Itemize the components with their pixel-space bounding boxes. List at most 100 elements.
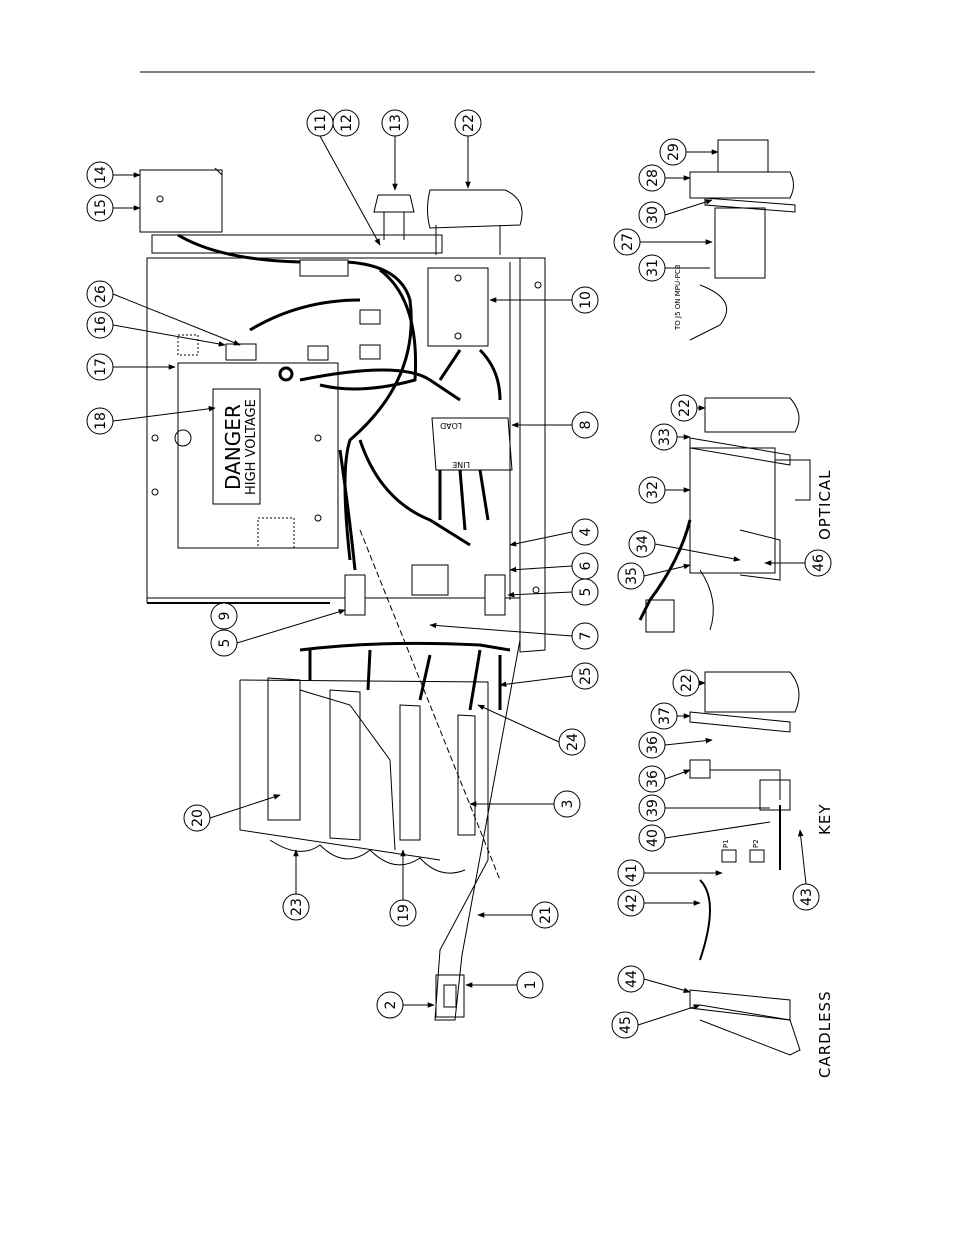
callout-41: 41 bbox=[617, 859, 723, 887]
board-slot-3 bbox=[399, 704, 421, 841]
callout-31: 31 bbox=[638, 254, 710, 282]
svg-text:10: 10 bbox=[578, 291, 594, 309]
callout-18: 18 bbox=[86, 406, 216, 435]
callout-20: 20 bbox=[183, 794, 281, 832]
svg-text:46: 46 bbox=[811, 554, 827, 572]
callout-2: 2 bbox=[376, 991, 435, 1019]
callout-27: 27 bbox=[613, 228, 713, 256]
callout-46: 46 bbox=[764, 549, 832, 577]
mount-frame bbox=[239, 639, 521, 1021]
svg-text:22: 22 bbox=[461, 114, 477, 132]
svg-text:22: 22 bbox=[677, 399, 693, 417]
svg-text:21: 21 bbox=[538, 906, 554, 924]
callout-21: 21 bbox=[477, 901, 559, 929]
callout-11: 11 bbox=[306, 109, 381, 246]
svg-text:36: 36 bbox=[645, 770, 661, 788]
callout-19: 19 bbox=[389, 849, 417, 927]
callout-24: 24 bbox=[477, 704, 586, 756]
board-slot-2 bbox=[329, 689, 361, 841]
svg-text:43: 43 bbox=[799, 888, 815, 906]
callout-9: 9 bbox=[210, 602, 238, 630]
callout-42: 42 bbox=[617, 889, 701, 917]
svg-text:15: 15 bbox=[93, 199, 109, 217]
callout-12: 12 bbox=[332, 109, 360, 137]
svg-text:37: 37 bbox=[657, 707, 673, 725]
callout-28: 28 bbox=[638, 164, 691, 192]
danger-text: DANGER bbox=[221, 404, 245, 490]
mpu-note-text: TO J5 ON MPU-PCB bbox=[674, 264, 682, 331]
svg-text:14: 14 bbox=[93, 166, 109, 184]
svg-text:8: 8 bbox=[578, 421, 594, 430]
svg-text:34: 34 bbox=[635, 535, 651, 553]
callout-15: 15 bbox=[86, 194, 141, 222]
svg-text:2: 2 bbox=[383, 1001, 399, 1010]
svg-text:23: 23 bbox=[289, 898, 305, 916]
p2-label: P2 bbox=[752, 839, 760, 848]
callout-1: 1 bbox=[465, 971, 544, 999]
callout-43: 43 bbox=[792, 829, 820, 911]
wiring-harness bbox=[177, 233, 511, 711]
svg-text:13: 13 bbox=[388, 114, 404, 132]
callout-5-right: 5 bbox=[507, 578, 599, 606]
callout-25: 25 bbox=[499, 662, 599, 690]
connectors bbox=[225, 259, 506, 616]
svg-text:9: 9 bbox=[217, 612, 233, 621]
callout-36-top: 36 bbox=[638, 731, 713, 759]
callout-39: 39 bbox=[638, 794, 770, 822]
vent-grill bbox=[257, 517, 295, 549]
svg-text:29: 29 bbox=[666, 143, 682, 161]
danger-label: DANGER HIGH VOLTAGE bbox=[212, 388, 261, 505]
filter-line-text: LINE bbox=[452, 460, 470, 469]
callout-35: 35 bbox=[617, 562, 691, 590]
cable-23 bbox=[269, 839, 466, 874]
callout-14: 14 bbox=[86, 161, 141, 189]
callout-3: 3 bbox=[469, 790, 581, 818]
callout-33: 33 bbox=[650, 423, 691, 451]
connector-13 bbox=[373, 194, 415, 240]
svg-text:20: 20 bbox=[190, 809, 206, 827]
svg-text:32: 32 bbox=[645, 481, 661, 499]
callout-45: 45 bbox=[611, 1004, 701, 1039]
screws bbox=[151, 281, 542, 594]
callout-22-optical: 22 bbox=[670, 394, 706, 422]
callouts: 14 15 26 16 17 18 11 12 13 22 10 8 4 6 5… bbox=[86, 109, 832, 1039]
svg-text:31: 31 bbox=[645, 259, 661, 277]
callout-32: 32 bbox=[638, 476, 691, 504]
callout-22-main: 22 bbox=[454, 109, 482, 189]
svg-text:40: 40 bbox=[645, 829, 661, 847]
svg-text:41: 41 bbox=[624, 864, 640, 882]
callout-29: 29 bbox=[659, 138, 719, 166]
callout-5-left: 5 bbox=[210, 609, 346, 657]
svg-text:7: 7 bbox=[578, 632, 594, 641]
p1-label: P1 bbox=[722, 839, 730, 848]
key-subview bbox=[689, 671, 800, 961]
callout-22-key: 22 bbox=[672, 669, 706, 697]
callout-23: 23 bbox=[282, 849, 310, 921]
high-voltage-text: HIGH VOLTAGE bbox=[244, 399, 259, 495]
reader-subview-top bbox=[689, 139, 796, 341]
svg-text:12: 12 bbox=[339, 114, 355, 132]
filter-load-text: LOAD bbox=[440, 421, 462, 430]
svg-text:42: 42 bbox=[624, 894, 640, 912]
optical-subview bbox=[638, 397, 811, 633]
svg-text:44: 44 bbox=[624, 970, 640, 988]
svg-text:1: 1 bbox=[523, 981, 539, 990]
side-rail bbox=[509, 258, 521, 600]
svg-text:16: 16 bbox=[93, 316, 109, 334]
svg-text:4: 4 bbox=[578, 527, 594, 536]
svg-text:5: 5 bbox=[578, 588, 594, 597]
callout-30: 30 bbox=[638, 199, 713, 229]
svg-text:17: 17 bbox=[93, 358, 109, 376]
svg-text:36: 36 bbox=[645, 736, 661, 754]
main-assembly bbox=[139, 167, 546, 1021]
svg-text:25: 25 bbox=[578, 667, 594, 685]
svg-text:11: 11 bbox=[313, 114, 329, 132]
module-10 bbox=[427, 267, 489, 347]
svg-text:22: 22 bbox=[679, 674, 695, 692]
callout-44: 44 bbox=[617, 965, 691, 993]
board-slot-4 bbox=[457, 714, 476, 836]
svg-text:35: 35 bbox=[624, 567, 640, 585]
optical-view-label: OPTICAL bbox=[816, 469, 834, 540]
